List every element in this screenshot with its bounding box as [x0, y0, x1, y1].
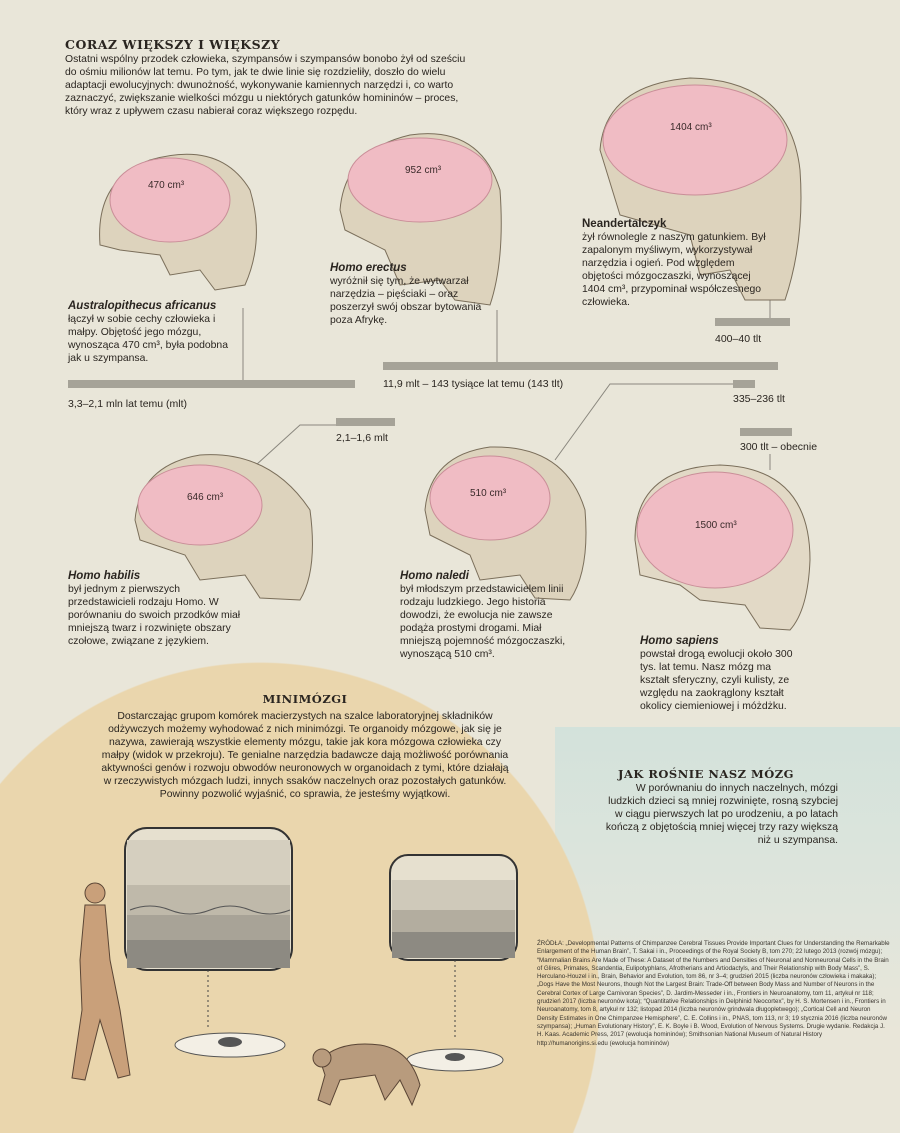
species-desc: łączył w sobie cechy człowieka i małpy. …	[68, 314, 228, 364]
volume-australopithecus: 470 cm³	[148, 180, 185, 191]
species-desc: wyróżnił się tym, że wytwarzał narzędzia…	[330, 276, 482, 326]
growth-text: W porównaniu do innych naczelnych, mózgi…	[605, 783, 838, 846]
page-title: CORAZ WIĘKSZY I WIĘKSZY	[65, 37, 281, 52]
human-organoid-cross-section-icon	[124, 827, 293, 1058]
period-homo-sapiens: 300 tlt – obecnie	[740, 441, 818, 453]
species-name: Homo naledi	[400, 570, 470, 582]
species-homo-habilis: Homo habilis był jednym z pierwszych prze…	[68, 570, 248, 648]
growth-title: JAK ROŚNIE NASZ MÓZG	[618, 767, 795, 781]
species-desc: powstał drogą ewolucji około 300 tys. la…	[640, 649, 793, 712]
minibrains-title: MINIMÓZGI	[262, 692, 348, 706]
species-desc: był młodszym przedstawicielem linii rodz…	[400, 584, 566, 660]
skull-homo-habilis-icon	[134, 454, 313, 601]
period-neanderthal: 400–40 tlt	[715, 333, 762, 345]
species-homo-naledi: Homo naledi był młodszym przedstawicielem…	[400, 570, 575, 661]
growth-panel-bg	[555, 727, 900, 1133]
volume-homo-sapiens: 1500 cm³	[695, 520, 737, 531]
intro-text: Ostatni wspólny przodek człowieka, szymp…	[65, 54, 466, 117]
period-homo-erectus: 11,9 mlt – 143 tysiące lat temu (143 tlt…	[383, 378, 564, 390]
timeline-bar-neanderthal	[715, 318, 790, 326]
skull-homo-sapiens-icon	[634, 464, 811, 631]
skull-homo-naledi-icon	[424, 446, 587, 601]
period-homo-habilis: 2,1–1,6 mlt	[336, 432, 388, 444]
species-desc: żył równolegle z naszym gatunkiem. Był z…	[582, 232, 766, 308]
period-australopithecus: 3,3–2,1 mln lat temu (mlt)	[68, 398, 188, 410]
species-homo-erectus: Homo erectus wyróżnił się tym, że wytwarz…	[330, 262, 490, 327]
species-australopithecus: Australopithecus africanus łączył w sobie…	[68, 300, 228, 365]
species-name: Homo erectus	[330, 262, 407, 274]
human-figure-icon	[71, 882, 131, 1081]
sources-text: ŹRÓDŁA: „Developmental Patterns of Chimp…	[537, 940, 890, 1047]
species-homo-sapiens: Homo sapiens powstał drogą ewolucji około…	[640, 635, 800, 713]
species-neanderthal: Neandertalczyk żył równolegle z naszym ga…	[582, 218, 767, 309]
period-homo-naledi: 335–236 tlt	[733, 393, 785, 405]
species-name: Homo sapiens	[640, 635, 719, 647]
species-name: Australopithecus africanus	[68, 300, 217, 312]
chimp-organoid-cross-section-icon	[389, 854, 518, 1072]
species-name: Neandertalczyk	[582, 218, 667, 230]
volume-neanderthal: 1404 cm³	[670, 122, 712, 133]
monkey-figure-icon	[312, 1043, 421, 1107]
timeline-bar-homo-habilis	[336, 418, 395, 426]
timeline-bar-homo-naledi	[733, 380, 755, 388]
volume-homo-habilis: 646 cm³	[187, 492, 224, 503]
minibrains-text: Dostarczając grupom komórek macierzystyc…	[101, 711, 509, 800]
timeline-bar-homo-erectus	[383, 362, 778, 370]
species-desc: był jednym z pierwszych przedstawicieli …	[68, 584, 241, 647]
skull-australopithecus-icon	[99, 153, 257, 291]
skull-homo-erectus-icon	[339, 133, 502, 306]
skull-neanderthal-icon	[599, 77, 802, 301]
species-name: Homo habilis	[68, 570, 141, 582]
volume-homo-erectus: 952 cm³	[405, 165, 442, 176]
timeline-bar-homo-sapiens	[740, 428, 792, 436]
timeline-bar-australopithecus	[68, 380, 355, 388]
volume-homo-naledi: 510 cm³	[470, 488, 507, 499]
